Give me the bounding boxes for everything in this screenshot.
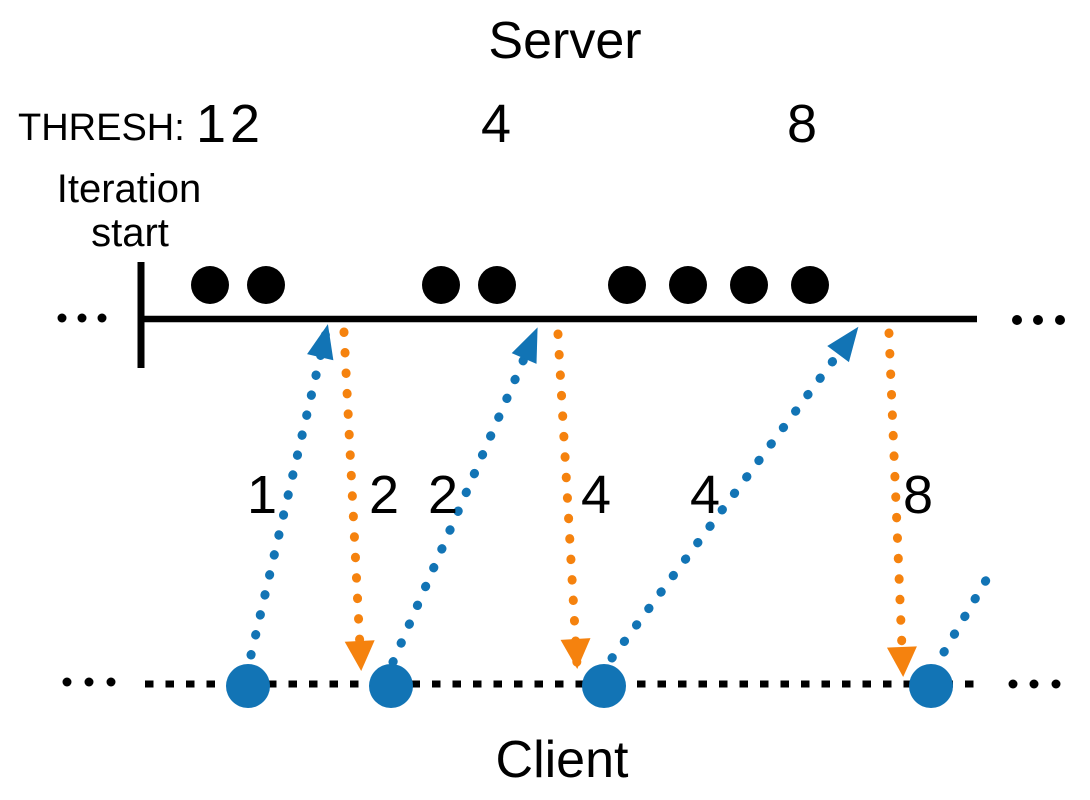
ellipsis-dot <box>62 677 72 687</box>
client-event-dots <box>226 664 953 708</box>
message-label-request-1: 1 <box>247 465 277 525</box>
ellipsis-dot <box>97 313 107 323</box>
ellipsis-dot <box>57 313 67 323</box>
queue-dot <box>730 266 768 304</box>
request-arrow-3 <box>607 325 861 663</box>
message-labels: 1 2 2 4 4 8 <box>247 465 933 525</box>
iteration-start-line2: start <box>91 211 169 255</box>
thresh-value-2: 2 <box>230 94 260 154</box>
response-arrow-2 <box>553 329 591 670</box>
client-event-dot-1 <box>226 664 270 708</box>
request-arrow-next-partial <box>939 565 997 657</box>
thresh-value-8: 8 <box>787 94 817 154</box>
ellipsis-dot <box>1012 315 1022 325</box>
queue-dot <box>608 266 646 304</box>
message-label-request-3: 4 <box>690 465 720 525</box>
ellipsis-dot <box>84 677 94 687</box>
message-label-response-2: 4 <box>581 465 611 525</box>
response-arrows <box>339 327 917 678</box>
queue-dot <box>247 266 285 304</box>
message-label-response-1: 2 <box>369 465 399 525</box>
message-label-response-3: 8 <box>903 465 933 525</box>
queue-dot <box>791 266 829 304</box>
server-ellipsis-left <box>57 313 107 323</box>
server-title: Server <box>488 12 641 70</box>
response-arrow-3 <box>884 328 917 678</box>
client-ellipsis-right <box>1008 679 1061 689</box>
client-ellipsis-left <box>62 677 116 687</box>
server-queue-dots <box>191 266 829 304</box>
ellipsis-dot <box>1051 679 1061 689</box>
ellipsis-dot <box>1033 315 1043 325</box>
ellipsis-dot <box>1055 315 1065 325</box>
message-label-request-2: 2 <box>428 465 458 525</box>
queue-dot <box>478 266 516 304</box>
client-event-dot-3 <box>582 664 626 708</box>
request-arrow-1 <box>246 323 334 660</box>
request-arrow-2 <box>388 326 541 667</box>
iteration-start-line1: Iteration <box>57 167 202 211</box>
ellipsis-dot <box>1008 679 1018 689</box>
client-event-dot-2 <box>369 664 413 708</box>
thresh-label: THRESH: <box>18 107 185 149</box>
request-arrows <box>246 323 997 667</box>
queue-dot <box>669 266 707 304</box>
response-arrow-1 <box>339 327 375 672</box>
ellipsis-dot <box>106 677 116 687</box>
ellipsis-dot <box>1029 679 1039 689</box>
thresh-value-1: 1 <box>196 94 226 154</box>
queue-dot <box>422 266 460 304</box>
queue-dot <box>191 266 229 304</box>
client-title: Client <box>496 731 629 789</box>
client-event-dot-4 <box>909 664 953 708</box>
ellipsis-dot <box>77 313 87 323</box>
server-ellipsis-right <box>1012 315 1065 325</box>
iteration-start-annotation: Iteration start <box>57 167 202 368</box>
thresh-value-4: 4 <box>481 94 511 154</box>
